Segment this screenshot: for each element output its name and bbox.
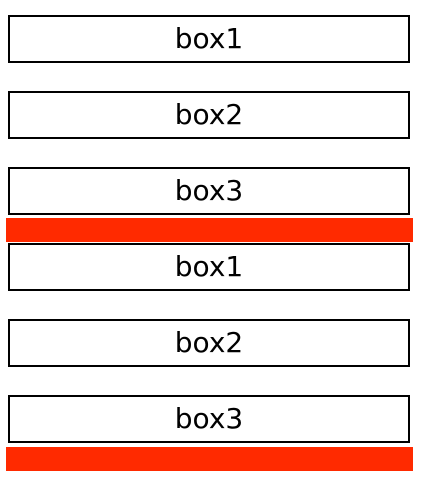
red-divider-bar-1: [6, 218, 413, 242]
box-group2-1: box1: [8, 243, 410, 291]
box-group1-2: box2: [8, 91, 410, 139]
box-group1-3: box3: [8, 167, 410, 215]
box-group2-3: box3: [8, 395, 410, 443]
box-group2-2: box2: [8, 319, 410, 367]
box-group1-1: box1: [8, 15, 410, 63]
red-divider-bar-2: [6, 447, 413, 471]
